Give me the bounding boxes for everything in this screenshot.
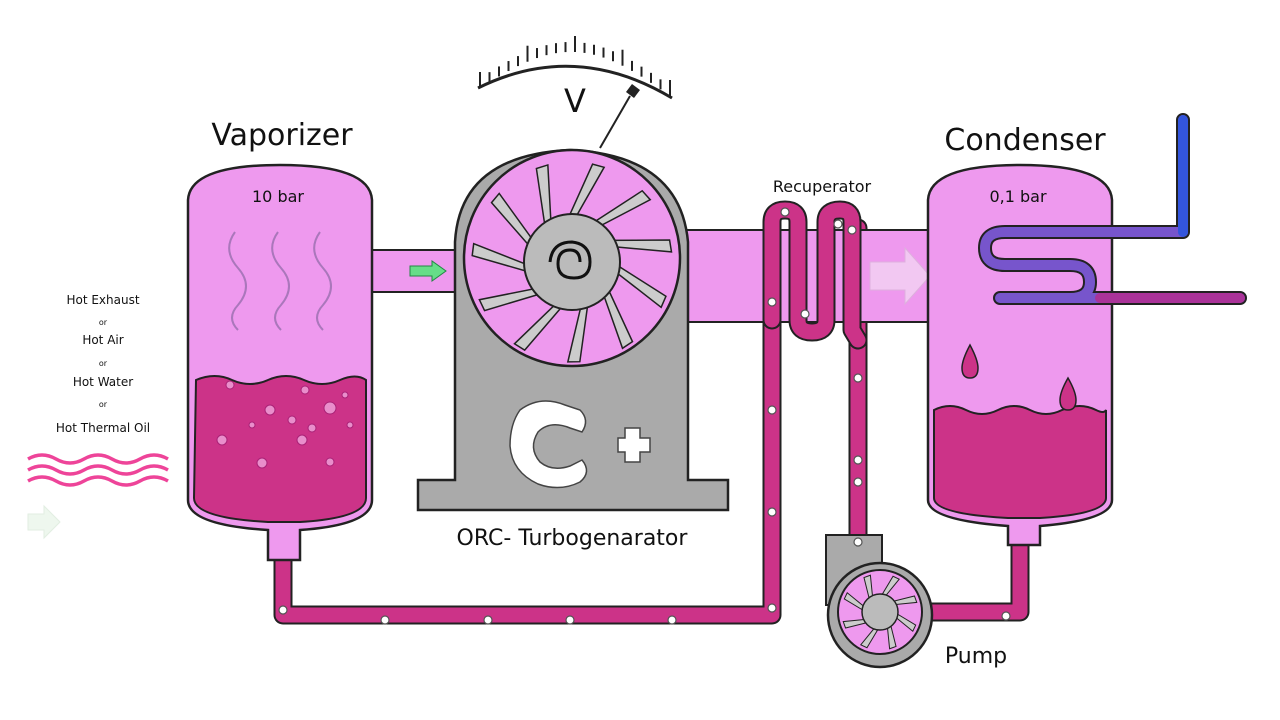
heat-source-or: or xyxy=(99,359,108,368)
voltmeter-ticks xyxy=(479,36,671,96)
droplet xyxy=(961,343,979,379)
voltmeter xyxy=(477,36,673,149)
turbogenerator xyxy=(416,148,730,512)
heat-flow-arrow-faint xyxy=(27,504,61,540)
bubbles xyxy=(216,380,354,469)
vaporizer-vessel xyxy=(186,163,374,562)
vaporizer-pressure: 10 bar xyxy=(252,187,304,206)
pump-label: Pump xyxy=(945,644,1007,669)
vapor-swirls xyxy=(228,231,332,331)
condenser-vessel xyxy=(926,113,1247,547)
pump xyxy=(825,534,934,669)
flow-arrow-faint xyxy=(869,246,931,306)
flow-arrow-green xyxy=(409,260,447,282)
droplet xyxy=(1059,376,1077,411)
heat-source-item: Hot Water xyxy=(73,375,133,389)
pipe-flow-markers xyxy=(278,207,1011,625)
recuperator-label: Recuperator xyxy=(773,177,872,196)
condenser-pressure: 0,1 bar xyxy=(989,187,1046,206)
heat-source-item: Hot Thermal Oil xyxy=(56,421,150,435)
heat-source-list: Hot Exhaust or Hot Air or Hot Water or H… xyxy=(56,293,150,435)
generator-gear-icon xyxy=(509,400,651,489)
turbogenerator-label: ORC- Turbogenarator xyxy=(457,526,689,551)
voltmeter-symbol: V xyxy=(564,82,586,120)
condenser-title: Condenser xyxy=(944,123,1106,158)
heat-source-item: Hot Exhaust xyxy=(66,293,139,307)
turbine-spiral-icon xyxy=(548,240,592,280)
heat-source-item: Hot Air xyxy=(82,333,123,347)
heat-source-or: or xyxy=(99,400,108,409)
heat-source-or: or xyxy=(99,318,108,327)
cooling-coil xyxy=(978,113,1247,305)
turbine-blades xyxy=(471,163,673,363)
heat-waves xyxy=(27,453,169,487)
vaporizer-title: Vaporizer xyxy=(211,118,353,153)
